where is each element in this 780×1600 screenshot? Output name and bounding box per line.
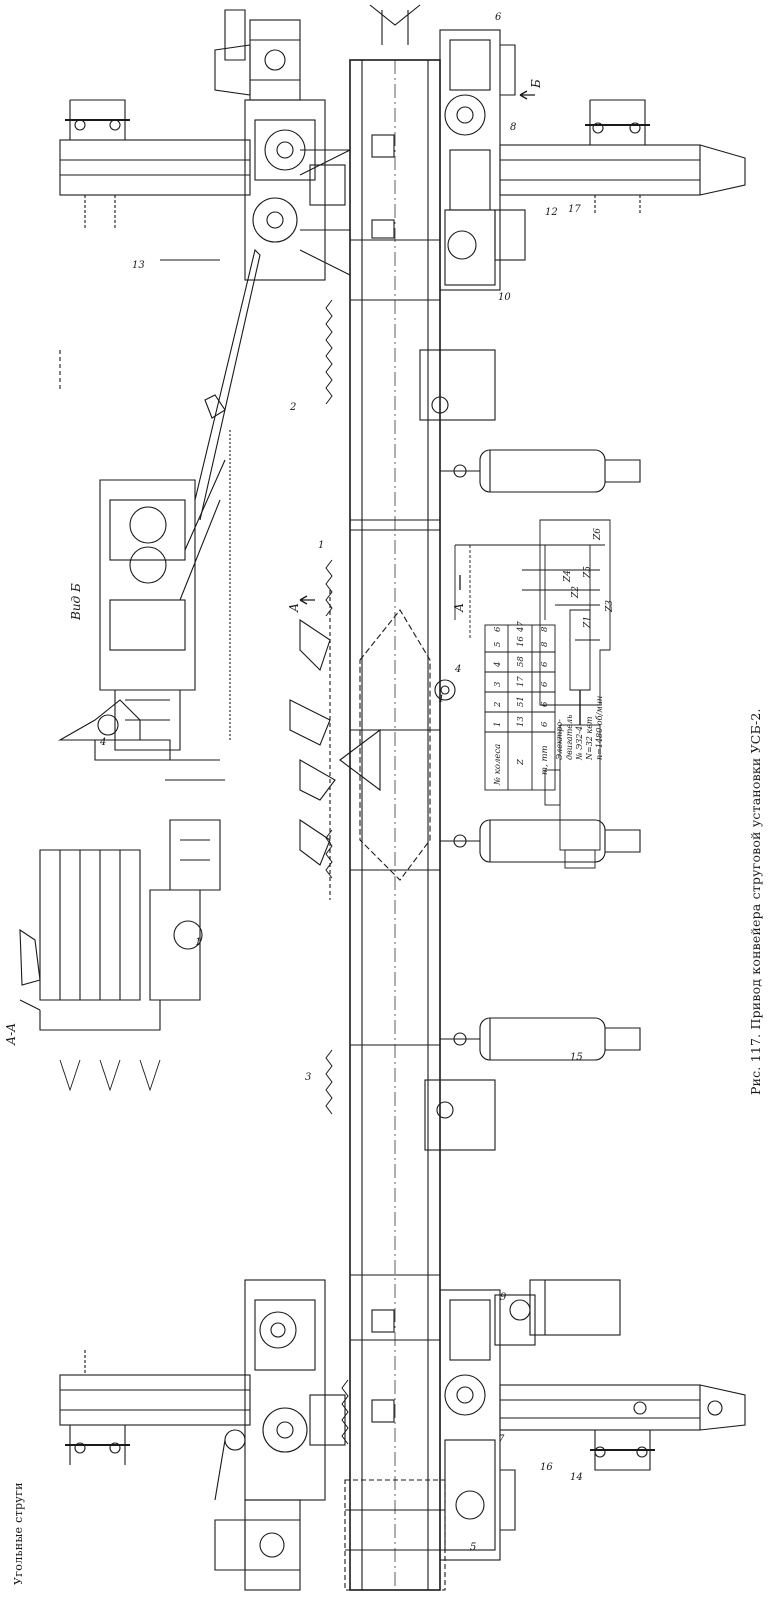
gear-table-cell-0-5: 5 <box>493 642 503 647</box>
callout-8: 8 <box>510 122 516 133</box>
callout-1: 1 <box>438 694 444 705</box>
gear-table-cell-1-6: 47 <box>516 621 526 633</box>
view-b-view <box>59 248 261 751</box>
z2-label: Z2 <box>571 586 581 599</box>
z4-label: Z4 <box>563 570 573 583</box>
callout-5: 5 <box>470 1542 476 1553</box>
lower-drive-group <box>59 1279 746 1591</box>
gear-table-cell-1-3: 17 <box>516 676 526 687</box>
gear-table-grid <box>484 624 556 791</box>
hydraulic-cylinders <box>424 449 641 1151</box>
callout-9: 9 <box>500 1292 507 1303</box>
view-b-label: Вид Б <box>69 583 83 621</box>
kinematic-scheme <box>454 519 611 869</box>
gear-table-cell-2-1: 6 <box>540 721 550 727</box>
motor-spec-line3: № ЭЗ2-4 <box>575 726 584 761</box>
gear-table-head-2: m, mm <box>540 745 550 775</box>
arrow-b-label: Б <box>529 79 543 89</box>
callout-14: 14 <box>570 1472 583 1483</box>
gear-table-cell-0-6: 6 <box>493 626 503 632</box>
gear-table: № колеса 1 2 3 4 5 6 Z 13 51 17 58 16 47… <box>493 621 550 786</box>
section-aa-view <box>19 699 225 1092</box>
z6-label: Z6 <box>593 528 603 541</box>
z3-label: Z3 <box>605 600 615 613</box>
callout-6: 6 <box>495 12 502 23</box>
callout-3: 3 <box>305 1072 311 1083</box>
motor-spec: Электро- двигатель № ЭЗ2-4 N=32 квт n=14… <box>555 696 604 761</box>
gear-table-cell-1-2: 51 <box>516 696 526 707</box>
gear-table-cell-0-2: 2 <box>493 702 503 708</box>
section-aa-label: А-А <box>4 1023 18 1046</box>
callout-16: 16 <box>540 1462 553 1473</box>
conveyor-beam <box>344 4 446 1591</box>
motor-spec-line4: N=32 квт <box>585 716 594 761</box>
callout-4: 4 <box>454 664 461 675</box>
callout-15: 15 <box>570 1052 583 1063</box>
callout-10: 10 <box>498 292 511 303</box>
plow-body <box>289 590 456 900</box>
callout-4-section: 4 <box>99 737 106 748</box>
gear-table-cell-2-4: 6 <box>540 661 550 667</box>
gear-table-cell-1-5: 16 <box>516 636 526 647</box>
upper-drive-group <box>59 9 746 421</box>
gear-table-head-1: Z <box>516 758 526 766</box>
callout-17: 17 <box>568 204 581 215</box>
book-running-title: Угольные струги <box>12 1482 25 1585</box>
gear-table-head-0: № колеса <box>493 744 503 786</box>
view-arrows <box>299 90 535 605</box>
callout-7: 7 <box>498 1434 505 1445</box>
callout-2: 2 <box>289 402 296 413</box>
gear-table-cell-2-3: 6 <box>540 681 550 687</box>
arrow-a-label-2: А <box>452 603 466 613</box>
scraper-chain <box>325 299 349 1445</box>
gear-table-cell-1-4: 58 <box>516 656 526 667</box>
callout-12: 12 <box>545 207 558 218</box>
callout-1-section: 1 <box>195 937 201 948</box>
z5-label: Z5 <box>583 566 593 579</box>
z1-label: Z1 <box>583 616 593 629</box>
gear-table-cell-2-6: 8 <box>540 626 550 632</box>
figure-caption: Рис. 117. Привод конвейера струговой уст… <box>748 708 763 1095</box>
motor-spec-line2: двигатель <box>565 715 574 760</box>
callout-13: 13 <box>132 260 145 271</box>
gear-table-cell-0-4: 4 <box>493 662 503 668</box>
motor-spec-line5: n=1480 об/мин <box>595 696 604 760</box>
callout-1-beam: 1 <box>318 540 324 551</box>
gear-table-cell-0-1: 1 <box>493 722 503 727</box>
motor-spec-line1: Электро- <box>555 719 564 760</box>
gear-table-cell-2-2: 6 <box>540 701 550 707</box>
gear-table-cell-0-3: 3 <box>493 682 503 687</box>
gear-table-cell-1-1: 13 <box>516 716 526 727</box>
arrow-a-label: А <box>287 603 301 613</box>
gear-table-cell-2-5: 8 <box>540 641 550 647</box>
